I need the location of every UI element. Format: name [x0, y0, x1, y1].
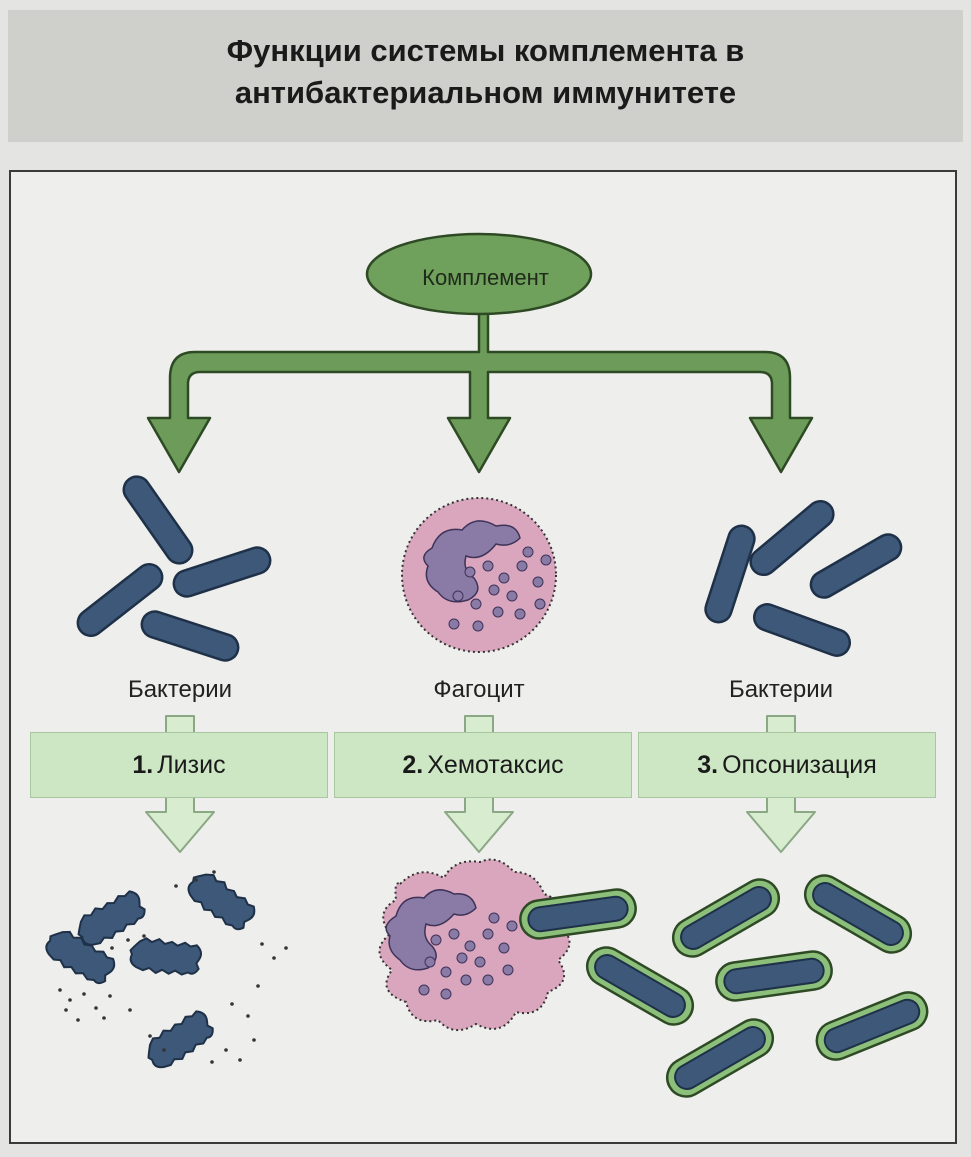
bacteria-group-left [71, 470, 275, 666]
title-line-2: антибактериальном иммунитете [234, 75, 737, 110]
bacteria-group-right [700, 494, 908, 661]
complement-node [365, 232, 593, 316]
column-3-item-label: Бактерии [728, 676, 834, 703]
phagocyte-cell [401, 497, 557, 653]
step-1-label: Лизис [157, 750, 226, 779]
branch-arrows [146, 300, 814, 474]
column-2-item-label: Фагоцит [433, 676, 525, 703]
step-1-box: 1. Лизис [30, 732, 328, 798]
step-2-number: 2. [402, 750, 424, 779]
step-3-label: Опсонизация [722, 750, 877, 779]
step-3-box: 3. Опсонизация [638, 732, 936, 798]
column-1-item-label: Бактерии [127, 676, 233, 703]
complement-label: Комплемент [422, 265, 549, 290]
step-2-label: Хемотаксис [427, 750, 564, 779]
lysed-bacteria [39, 864, 288, 1075]
title-line-1: Функции системы комплемента в [226, 33, 745, 68]
step-1-number: 1. [132, 750, 154, 779]
step-3-number: 3. [697, 750, 719, 779]
title-banner [8, 10, 963, 142]
opsonized-bacteria [516, 867, 935, 1105]
page-title: Функции системы комплемента в антибактер… [0, 30, 971, 114]
activated-phagocyte [378, 858, 571, 1031]
step-2-box: 2. Хемотаксис [334, 732, 632, 798]
